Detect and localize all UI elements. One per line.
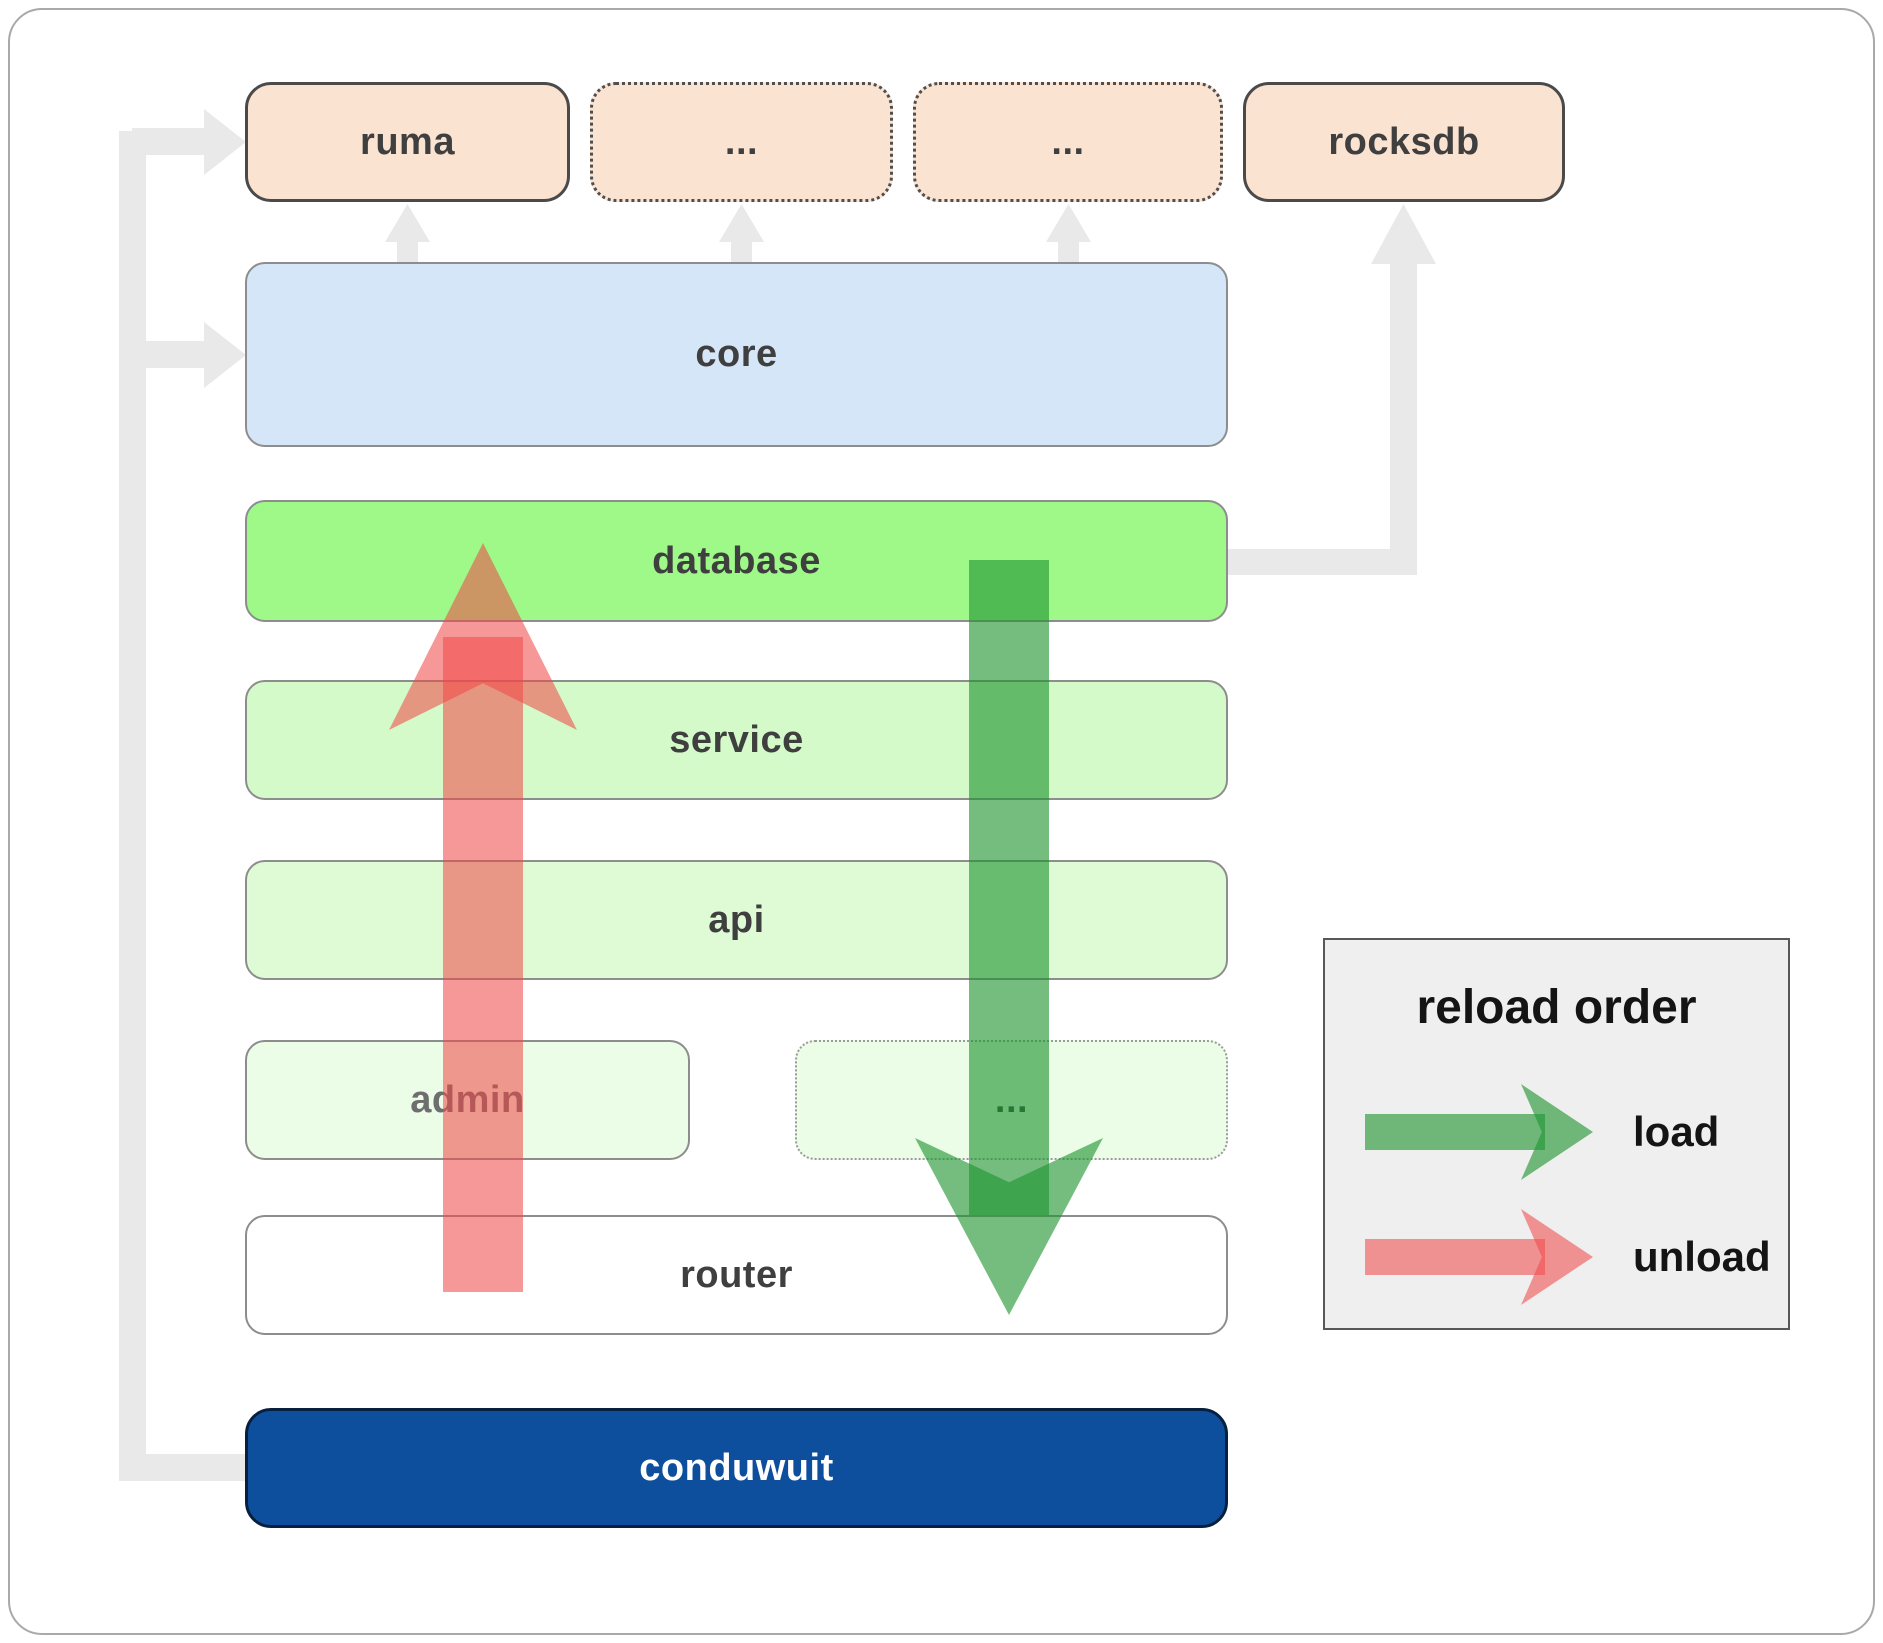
core-to-ruma-shaft [397,240,418,266]
box-service: service [245,680,1228,800]
box-ellipsis-2-label: ... [1051,120,1085,163]
legend-unload-arrow-shaft [1365,1239,1545,1275]
box-rocksdb: rocksdb [1243,82,1565,202]
database-to-rocksdb-horizontal [1228,549,1404,575]
box-conduwuit: conduwuit [245,1408,1228,1528]
core-to-ellipsis1-shaft [731,240,752,266]
box-rocksdb-label: rocksdb [1328,120,1480,163]
unload-arrow-shaft [443,637,523,1292]
box-router: router [245,1215,1228,1335]
box-service-label: service [669,718,804,761]
connector-left-spine [119,131,146,1479]
legend-load-label: load [1633,1104,1719,1160]
diagram-frame [8,8,1875,1635]
connector-ruma-shaft [132,128,206,155]
box-database-label: database [652,539,821,582]
legend-unload-label: unload [1633,1229,1771,1285]
legend-load-text: load [1633,1108,1720,1155]
box-ellipsis-2: ... [913,82,1223,202]
legend-load-arrow-shaft [1365,1114,1545,1150]
box-router-label: router [680,1253,793,1296]
box-conduwuit-label: conduwuit [639,1446,834,1489]
box-database: database [245,500,1228,622]
database-to-rocksdb-vertical [1390,262,1417,575]
box-api: api [245,860,1228,980]
box-core: core [245,262,1228,447]
connector-conduwuit-line [119,1454,247,1481]
box-api-label: api [708,898,765,941]
box-ellipsis-1-label: ... [724,120,759,163]
core-to-ellipsis2-shaft [1058,240,1079,266]
box-ellipsis-1: ... [590,82,893,202]
legend-unload-text: unload [1633,1233,1771,1280]
connector-core-shaft [132,341,206,368]
load-arrow-shaft [969,560,1049,1215]
box-ruma: ruma [245,82,570,202]
box-ruma-label: ruma [360,120,455,163]
box-core-label: core [695,333,778,375]
legend-title: reload order [1416,981,1697,1034]
